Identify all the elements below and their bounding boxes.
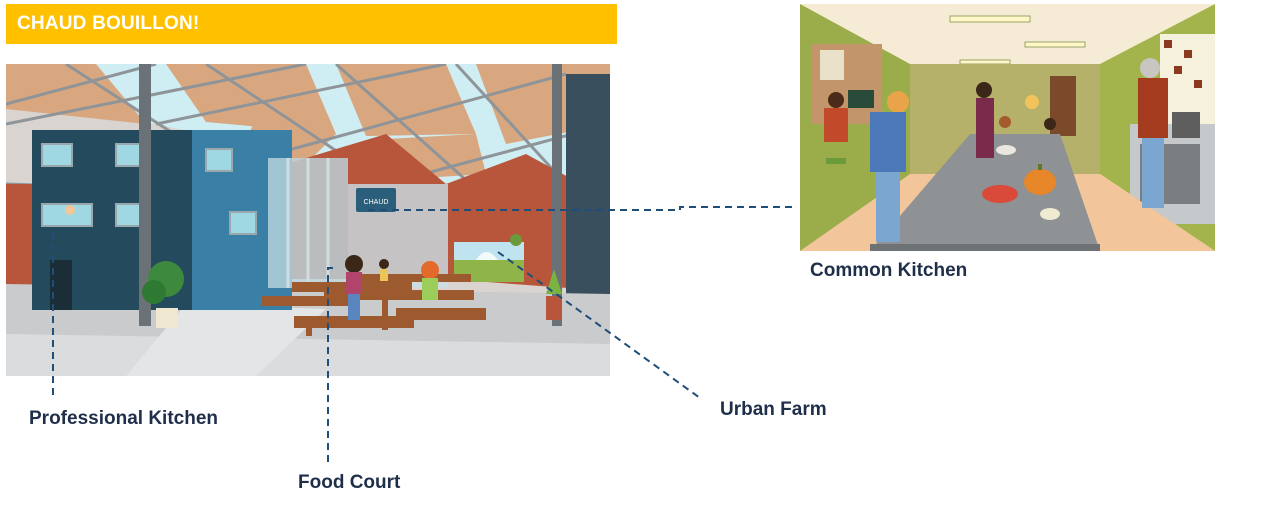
food-hall-illustration: CHAUD xyxy=(6,64,610,376)
potted-plant-icon xyxy=(142,261,184,328)
label-common-kitchen: Common Kitchen xyxy=(810,260,968,281)
label-food-court: Food Court xyxy=(298,472,401,493)
svg-text:CHAUD: CHAUD xyxy=(364,199,389,206)
title-bar: CHAUD BOUILLON! xyxy=(6,4,617,44)
page-title: CHAUD BOUILLON! xyxy=(17,13,200,34)
chaud-bouillon-sign-icon: CHAUD xyxy=(356,188,396,212)
label-professional-kitchen: Professional Kitchen xyxy=(29,408,218,429)
pumpkin-icon xyxy=(1024,164,1056,195)
common-kitchen-illustration xyxy=(800,4,1215,251)
label-urban-farm: Urban Farm xyxy=(720,399,827,420)
